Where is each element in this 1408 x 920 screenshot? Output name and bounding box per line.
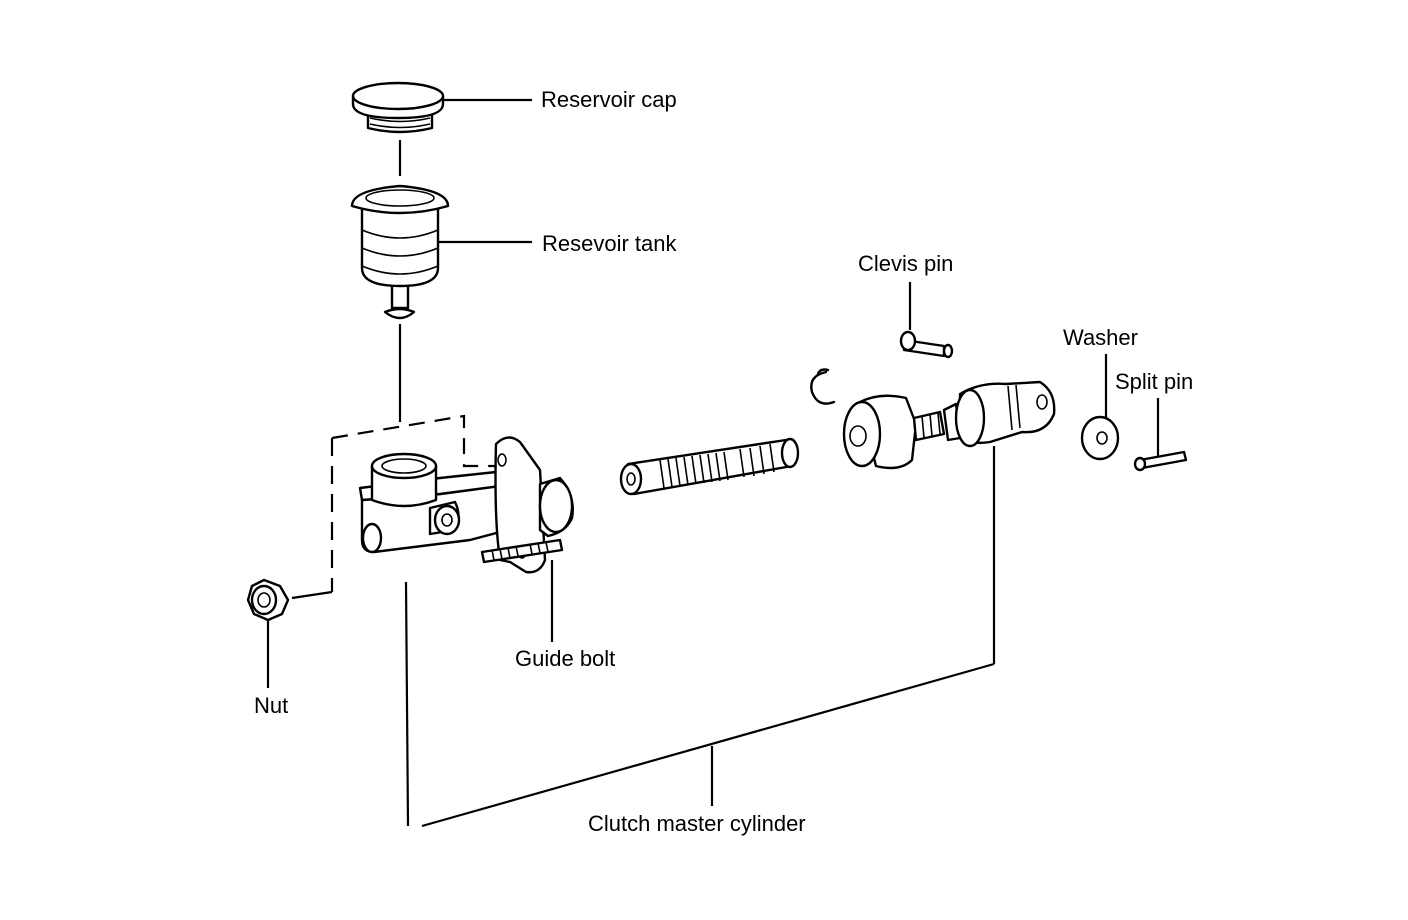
reservoir-cap-label: Reservoir cap: [541, 87, 677, 112]
retaining-clip: [810, 368, 836, 405]
clutch-master-cylinder-label: Clutch master cylinder: [588, 811, 806, 836]
washer-label: Washer: [1063, 325, 1138, 350]
guide-bolt-label: Guide bolt: [515, 646, 616, 671]
clevis-pin-label: Clevis pin: [858, 251, 954, 276]
piston-assembly: [619, 437, 800, 496]
nut-label: Nut: [254, 693, 289, 718]
clutch-master-cylinder-bracket: [404, 500, 996, 828]
boot-pushrod: [842, 380, 1056, 470]
clevis-pin: [899, 330, 954, 359]
assembly-guide-lines: [291, 414, 500, 600]
split-pin: [1133, 450, 1188, 472]
reservoir-cap: [351, 81, 445, 134]
reservoir-tank-label: Resevoir tank: [542, 231, 677, 256]
reservoir-tank: [350, 184, 450, 320]
guide-bolt: [480, 538, 564, 564]
master-cylinder-body: [358, 436, 574, 574]
washer: [1080, 415, 1120, 461]
nut: [246, 578, 290, 622]
split-pin-label: Split pin: [1115, 369, 1194, 394]
